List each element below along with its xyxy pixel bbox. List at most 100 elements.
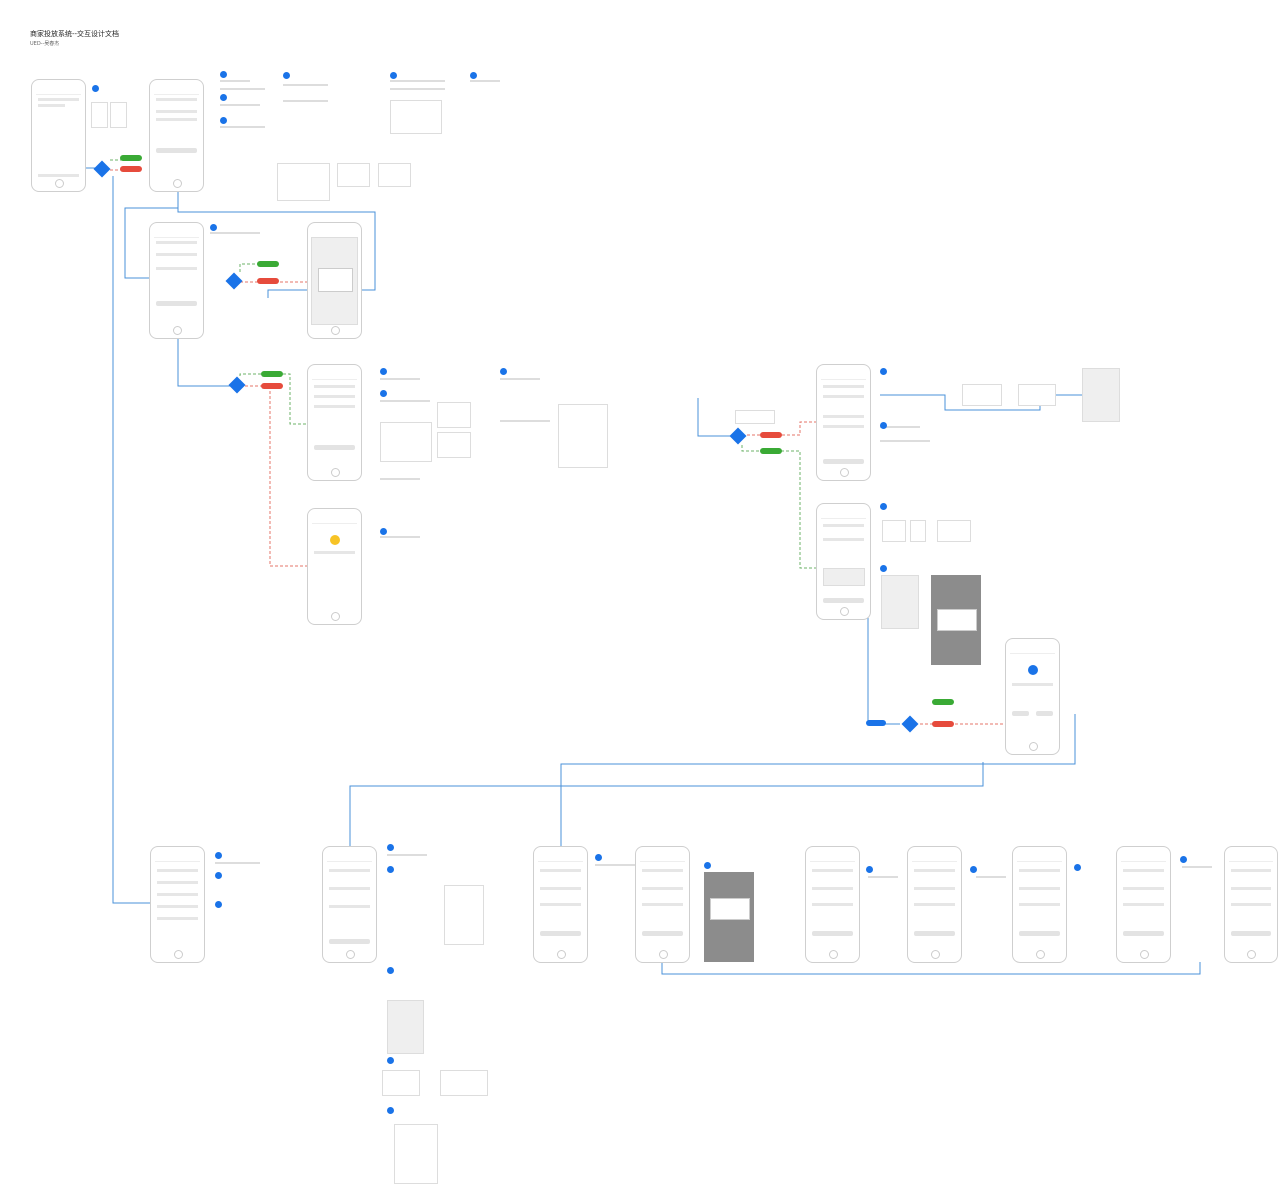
text-line	[380, 400, 430, 402]
step-node	[220, 94, 227, 101]
step-node	[387, 866, 394, 873]
connector	[177, 200, 376, 298]
text-line	[390, 88, 445, 90]
text-line	[220, 88, 265, 90]
wire-list	[444, 885, 484, 945]
modal-overlay	[931, 575, 981, 665]
phone-frame	[322, 846, 377, 963]
keyboard	[380, 422, 432, 462]
text-line	[215, 862, 260, 864]
phone-frame	[150, 846, 205, 963]
text-line	[868, 876, 898, 878]
phone-frame	[1005, 638, 1060, 755]
text-line	[283, 100, 328, 102]
step-node	[970, 866, 977, 873]
success-pill	[932, 699, 954, 705]
step-node	[1180, 856, 1187, 863]
step-node	[215, 901, 222, 908]
doc-subtitle: UED--吴春杰	[30, 41, 60, 47]
connector	[697, 398, 730, 437]
text-line	[220, 126, 265, 128]
step-node	[380, 390, 387, 397]
text-line	[390, 80, 445, 82]
wire-box	[882, 520, 906, 542]
success-pill	[120, 155, 142, 161]
wire-box	[382, 1070, 420, 1096]
success-pill	[760, 448, 782, 454]
text-line	[387, 854, 427, 856]
step-node	[283, 72, 290, 79]
wire-box	[337, 163, 370, 187]
phone-frame	[1012, 846, 1067, 963]
step-node	[704, 862, 711, 869]
placeholder-panel	[387, 1000, 424, 1054]
wire-box	[437, 432, 471, 458]
fail-pill	[257, 278, 279, 284]
text-line	[595, 864, 635, 866]
phone-frame	[307, 508, 362, 625]
step-node	[595, 854, 602, 861]
wire-box	[378, 163, 411, 187]
connector	[239, 373, 308, 425]
phone-frame	[149, 222, 204, 339]
modal-overlay	[704, 872, 754, 962]
step-node	[380, 368, 387, 375]
step-node	[387, 967, 394, 974]
connector	[112, 176, 150, 904]
success-pill	[257, 261, 279, 267]
step-node	[880, 422, 887, 429]
phone-frame	[1224, 846, 1278, 963]
step-node	[220, 117, 227, 124]
step-node	[92, 85, 99, 92]
text-line	[880, 426, 920, 428]
step-node	[215, 852, 222, 859]
placeholder-panel	[1082, 368, 1120, 422]
text-line	[976, 876, 1006, 878]
text-line	[380, 478, 420, 480]
wire-table	[390, 100, 442, 134]
text-line	[500, 420, 550, 422]
wire-box	[962, 384, 1002, 406]
text-line	[1182, 866, 1212, 868]
doc-title: 商家投放系统--交互设计文档	[30, 30, 120, 38]
placeholder-panel	[394, 1124, 438, 1184]
step-node	[500, 368, 507, 375]
phone-frame	[635, 846, 690, 963]
phone-frame	[307, 222, 362, 339]
text-line	[220, 104, 260, 106]
step-node	[470, 72, 477, 79]
step-node	[880, 503, 887, 510]
text-line	[500, 378, 540, 380]
wire-box	[440, 1070, 488, 1096]
phone-frame	[533, 846, 588, 963]
phone-frame	[149, 79, 204, 192]
phone-frame	[31, 79, 86, 192]
text-line	[210, 232, 260, 234]
wire-box	[91, 102, 108, 128]
fail-pill	[760, 432, 782, 438]
fail-pill	[261, 383, 283, 389]
phone-frame	[816, 364, 871, 481]
connector	[661, 962, 1201, 975]
wire-box	[937, 520, 971, 542]
wire-box	[110, 102, 127, 128]
fail-pill	[120, 166, 142, 172]
text-line	[470, 80, 500, 82]
phone-frame	[907, 846, 962, 963]
text-line	[380, 536, 420, 538]
step-node	[387, 1107, 394, 1114]
step-node	[210, 224, 217, 231]
phone-frame	[1116, 846, 1171, 963]
success-pill	[261, 371, 283, 377]
connector	[560, 714, 1076, 846]
phone-frame	[805, 846, 860, 963]
step-node	[880, 565, 887, 572]
wire-table	[558, 404, 608, 468]
step-node	[880, 368, 887, 375]
connector	[177, 338, 230, 387]
step-node	[215, 872, 222, 879]
step-node	[866, 866, 873, 873]
text-line	[880, 440, 930, 442]
placeholder-panel	[881, 575, 919, 629]
text-line	[220, 80, 250, 82]
